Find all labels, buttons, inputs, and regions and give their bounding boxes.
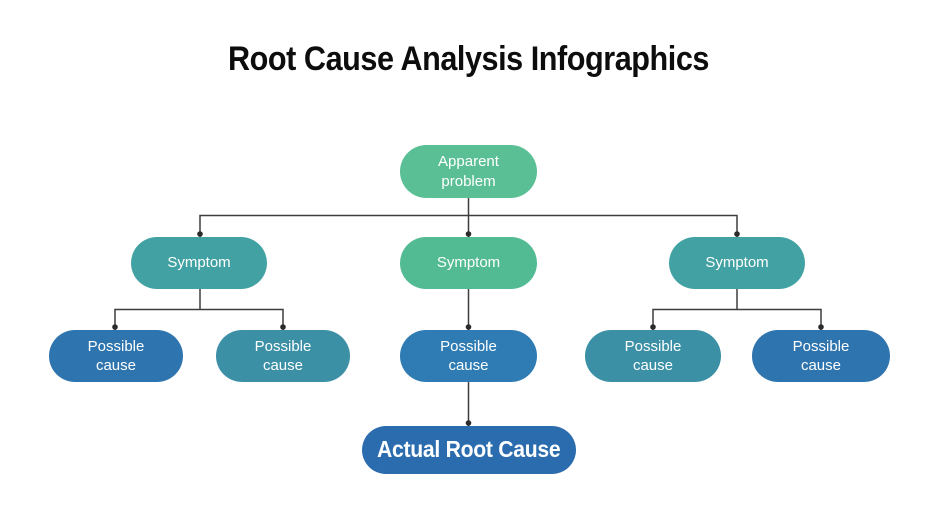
node-possible-cause-2-label: Possible cause <box>254 337 312 375</box>
node-symptom-middle: Symptom <box>400 237 537 289</box>
page-title: Root Cause Analysis Infographics <box>228 40 709 78</box>
node-possible-cause-4-label: Possible cause <box>624 337 682 375</box>
node-actual-root-cause-label: Actual Root Cause <box>377 436 561 463</box>
node-actual-root-cause: Actual Root Cause <box>362 426 576 474</box>
node-possible-cause-5: Possible cause <box>752 330 890 382</box>
node-symptom-right: Symptom <box>669 237 805 289</box>
node-possible-cause-2: Possible cause <box>216 330 350 382</box>
node-possible-cause-3-label: Possible cause <box>440 337 497 375</box>
node-symptom-right-label: Symptom <box>705 254 769 272</box>
node-apparent-problem-label: Apparent problem <box>438 153 499 190</box>
node-possible-cause-1: Possible cause <box>49 330 183 382</box>
node-symptom-middle-label: Symptom <box>436 254 501 272</box>
node-symptom-left-label: Symptom <box>167 254 231 272</box>
node-possible-cause-5-label: Possible cause <box>792 337 850 375</box>
node-symptom-left: Symptom <box>131 237 267 289</box>
node-possible-cause-3: Possible cause <box>400 330 537 382</box>
node-possible-cause-1-label: Possible cause <box>87 337 145 375</box>
node-possible-cause-4: Possible cause <box>585 330 721 382</box>
node-apparent-problem: Apparent problem <box>400 145 537 198</box>
